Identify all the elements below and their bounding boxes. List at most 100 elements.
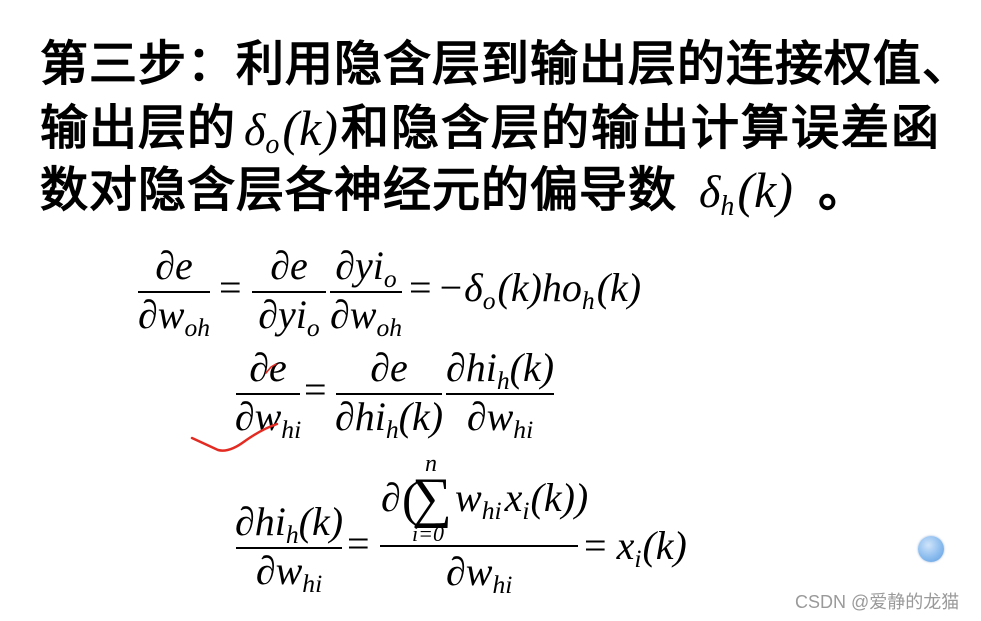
eq1-equals-2: = — [409, 265, 432, 310]
eq3-sum-lower-limit: i=0 — [412, 521, 444, 546]
eq1-lhs-den-text: ∂w — [137, 292, 185, 337]
eq2-f1-den-arg: (k) — [398, 394, 444, 439]
eq2-f1-num-text: ∂e — [370, 345, 408, 390]
eq1-delta-sub: o — [482, 285, 496, 315]
eq1-f1-den-text: ∂yi — [258, 292, 307, 337]
delta-subscript: o — [265, 129, 280, 160]
eq2-f1-numerator: ∂e — [370, 348, 408, 388]
eq3-lhs-num-arg: (k) — [298, 499, 344, 544]
eq1-equals: = — [219, 265, 242, 310]
eq2-f2-denominator: ∂whi — [466, 394, 533, 444]
eq1-f2-num-text: ∂yi — [335, 243, 384, 288]
eq3-lhs-num-sub: h — [285, 519, 299, 549]
eq1-lhs-den-sub: oh — [184, 312, 211, 342]
eq3-sum-upper-limit: n — [425, 451, 437, 477]
eq1-f2-den-text: ∂w — [329, 292, 377, 337]
eq1-lhs-denominator: ∂woh — [137, 292, 210, 342]
eq2-f2-num-sub: h — [496, 365, 510, 395]
eq3-sum-body: w hi x i (k)) — [455, 475, 589, 525]
eq3-equals: = — [347, 521, 370, 566]
delta-symbol: δ — [244, 104, 266, 155]
eq1-f1-numerator: ∂e — [270, 246, 308, 286]
eq1-f2-numerator: ∂yio — [335, 243, 396, 293]
eq3-partial-symbol: ∂ — [381, 475, 401, 520]
eq3-rhs-x-sub: i — [634, 543, 642, 573]
eq3-input-arg: (k)) — [530, 475, 589, 520]
heading-line-2-end: 和隐含层的输出计算误差函 — [341, 100, 942, 156]
csdn-watermark: CSDN @爱静的龙猫 — [795, 592, 960, 612]
eq2-fraction-1: ∂e ∂hih(k) — [334, 348, 444, 444]
eq3-lhs-denominator: ∂whi — [255, 548, 322, 598]
eq1-f2-num-sub: o — [383, 263, 397, 293]
eq1-rhs: = − δ o (k)ho h (k) — [409, 265, 642, 315]
delta-subscript: h — [720, 191, 735, 222]
eq3-lhs-numerator: ∂hih(k) — [234, 499, 344, 549]
eq1-f2-den-sub: oh — [376, 312, 403, 342]
eq2-lhs-denominator: ∂whi — [235, 397, 301, 444]
eq1-f1-denominator: ∂yio — [258, 292, 319, 342]
eq1-f1-fraction-bar — [252, 291, 326, 293]
eq2-f2-num-text: ∂hi — [445, 345, 497, 390]
eq1-f2-denominator: ∂woh — [329, 292, 402, 342]
eq1-lhs-num-text: ∂e — [155, 243, 193, 288]
eq1-delta: δ — [464, 265, 483, 310]
eq3-lhs-den-text: ∂w — [255, 548, 303, 593]
eq1-lhs-fraction: ∂e ∂woh — [137, 246, 210, 342]
heading-delta-h: δ h (k) — [699, 162, 793, 223]
eq3-big-den-text: ∂w — [446, 549, 493, 594]
eq2-f2-den-sub: hi — [513, 414, 534, 444]
eq2-lhs-numerator: ∂e — [249, 348, 287, 388]
eq3-left-paren: ( — [402, 471, 419, 527]
heading-line-2-start: 输出层的 — [40, 100, 237, 156]
eq3-input-sub: i — [522, 495, 530, 525]
eq1-mid: (k)ho — [497, 265, 582, 310]
eq3-input: x — [504, 475, 523, 520]
delta-argument: (k) — [737, 162, 793, 218]
eq3-rhs-x: x — [616, 523, 635, 568]
eq1-fraction-2: ∂yio ∂woh — [329, 243, 402, 342]
eq1-lhs-fraction-bar — [138, 291, 210, 293]
eq1-f1-den-sub: o — [306, 312, 320, 342]
eq1-lhs-numerator: ∂e — [155, 246, 193, 286]
eq3-weight-sub: hi — [481, 495, 502, 525]
delta-symbol: δ — [699, 166, 721, 217]
eq3-big-denominator: ∂w hi — [446, 549, 512, 599]
eq2-f2-den-text: ∂w — [466, 394, 514, 439]
eq2-lhs-den-sub: hi — [281, 414, 302, 444]
eq2-lhs-fraction-bar — [236, 393, 300, 395]
heading-line-3-start: 数对隐含层各神经元的偏导数 — [40, 162, 678, 218]
eq2-f2-num-arg: (k) — [509, 345, 555, 390]
eq1-mid-sub: h — [581, 285, 595, 315]
eq2-fraction-2: ∂hih(k) ∂whi — [445, 345, 555, 444]
eq3-sum-symbol: ∑ — [412, 467, 452, 529]
eq3-lhs-fraction: ∂hih(k) ∂whi — [234, 499, 344, 598]
eq3-big-fraction-bar — [380, 545, 578, 547]
eq2-f1-den-sub: h — [385, 414, 399, 444]
eq1-f2-fraction-bar — [330, 291, 402, 293]
eq2-f1-denominator: ∂hih(k) — [334, 394, 444, 444]
eq3-equals-2: = — [584, 523, 607, 568]
eq2-f2-numerator: ∂hih(k) — [445, 345, 555, 395]
eq2-f1-fraction-bar — [336, 393, 442, 395]
eq3-lhs-fraction-bar — [236, 547, 342, 549]
eq3-big-den-sub: hi — [492, 569, 513, 599]
heading-line-1: 第三步：利用隐含层到输出层的连接权值、 — [40, 36, 972, 92]
eq3-weight: w — [455, 475, 482, 520]
eq2-lhs-num-text: ∂e — [249, 345, 287, 390]
eq1-f1-num-text: ∂e — [270, 243, 308, 288]
eq3-rhs: = x i (k) — [584, 523, 687, 573]
eq2-lhs-fraction: ∂e ∂whi — [235, 348, 301, 444]
floating-badge-icon[interactable] — [918, 536, 944, 562]
eq2-f1-den-text: ∂hi — [334, 394, 386, 439]
eq2-f2-fraction-bar — [446, 393, 554, 395]
eq1-minus: − — [439, 265, 463, 310]
delta-argument: (k) — [282, 100, 338, 156]
heading-delta-o: δ o (k) — [244, 100, 338, 161]
eq3-rhs-arg: (k) — [642, 523, 687, 568]
eq3-lhs-den-sub: hi — [302, 568, 323, 598]
eq2-equals: = — [304, 367, 327, 412]
eq1-end: (k) — [596, 265, 642, 310]
eq3-lhs-num-text: ∂hi — [234, 499, 286, 544]
eq1-fraction-1: ∂e ∂yio — [252, 246, 326, 342]
